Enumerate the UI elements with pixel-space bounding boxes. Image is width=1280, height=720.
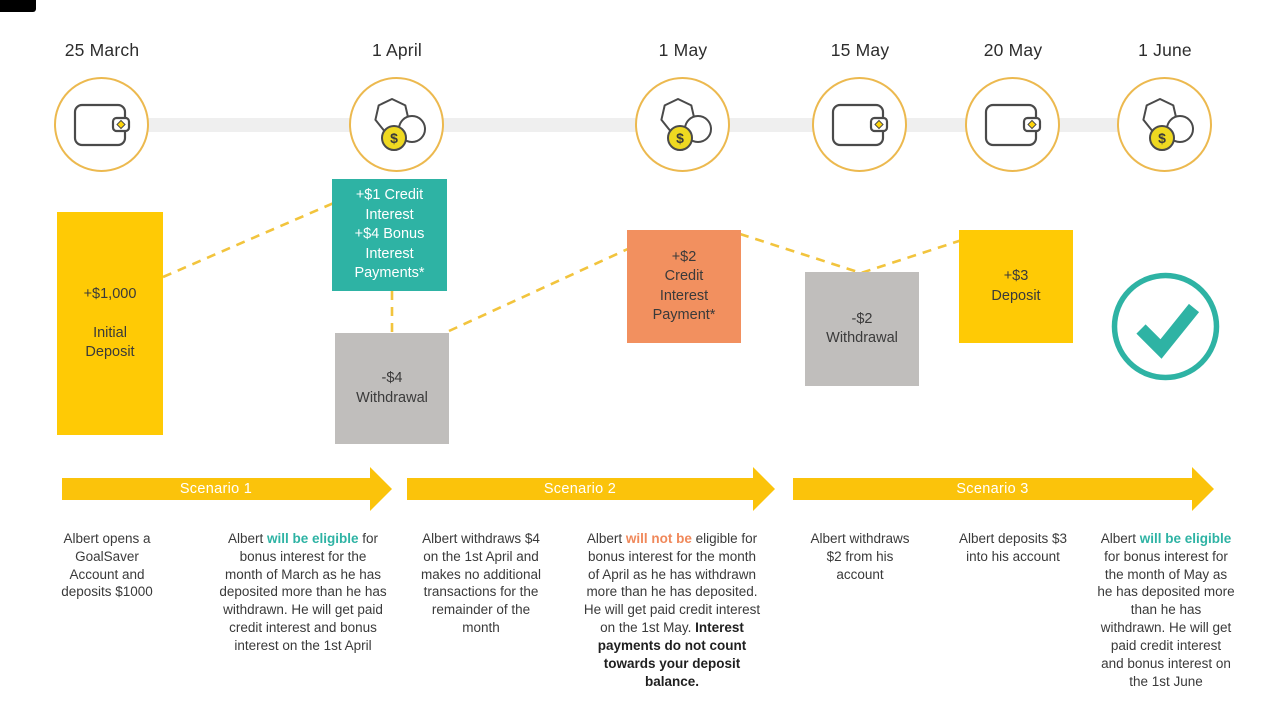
arrow-head (370, 467, 392, 511)
date-label: 25 March (64, 40, 140, 60)
timeline-date: 1 June (1095, 40, 1235, 61)
timeline-date: 25 March (32, 40, 172, 61)
svg-text:$: $ (676, 130, 684, 146)
wallet-icon (812, 77, 907, 172)
description-scenario1-open: Albert opens a GoalSaver Account and dep… (61, 531, 153, 600)
description-scenario3-withdraw: Albert withdraws $2 from his account (810, 531, 910, 582)
svg-text:$: $ (1158, 130, 1166, 146)
initial-deposit-box: +$1,000 Initial Deposit (57, 212, 163, 435)
coins-icon: $ (635, 77, 730, 172)
credit-bonus-interest-box: +$1 Credit Interest +$4 Bonus Interest P… (332, 179, 447, 291)
date-label: 20 May (983, 40, 1043, 60)
date-label: 1 April (371, 40, 423, 60)
scenario-1-label: Scenario 1 (179, 481, 253, 497)
scenario-1-arrow: Scenario 1 (62, 467, 392, 511)
deposit-3-box: +$3 Deposit (959, 230, 1073, 343)
scenario-2-arrow: Scenario 2 (407, 467, 775, 511)
timeline-date: 20 May (943, 40, 1083, 61)
coins-icon: $ (349, 77, 444, 172)
success-check-icon (1110, 271, 1221, 382)
corner-mark (0, 0, 36, 12)
arrow-head (753, 467, 775, 511)
date-label: 1 May (658, 40, 708, 60)
date-label: 1 June (1138, 40, 1192, 60)
description-scenario1-eligible: Albert will be eligible for bonus intere… (219, 531, 387, 653)
arrow-head (1192, 467, 1214, 511)
description-scenario3-eligible: Albert will be eligible for bonus intere… (1097, 531, 1235, 689)
date-label: 15 May (830, 40, 890, 60)
scenario-3-label: Scenario 3 (956, 481, 1029, 497)
description-scenario2-withdraw: Albert withdraws $4 on the 1st April and… (420, 531, 542, 636)
credit-interest-payment-box: +$2 Credit Interest Payment* (627, 230, 741, 343)
timeline-date: 1 May (613, 40, 753, 61)
scenario-2-label: Scenario 2 (543, 481, 617, 497)
withdrawal-4-box: -$4 Withdrawal (335, 333, 449, 444)
scenario-3-arrow: Scenario 3 (793, 467, 1214, 511)
withdrawal-2-box: -$2 Withdrawal (805, 272, 919, 386)
description-scenario2-noteligible: Albert will not be eligible for bonus in… (583, 531, 761, 689)
svg-text:$: $ (390, 130, 398, 146)
wallet-icon (54, 77, 149, 172)
timeline-date: 1 April (327, 40, 467, 61)
wallet-icon (965, 77, 1060, 172)
timeline-date: 15 May (790, 40, 930, 61)
coins-icon: $ (1117, 77, 1212, 172)
description-scenario3-deposit: Albert deposits $3 into his account (958, 531, 1068, 564)
